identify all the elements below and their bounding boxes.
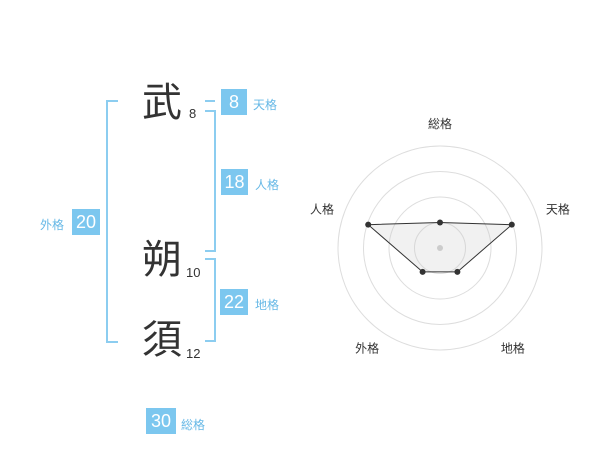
radar-grid (337, 145, 543, 351)
chikaku-bracket (205, 258, 216, 342)
radar-axis-label-1: 総格 (428, 116, 452, 131)
radar-axis-label-4: 外格 (355, 340, 379, 355)
radar-ring (363, 171, 517, 325)
radar-point-4 (419, 268, 426, 275)
radar-ring (388, 196, 492, 300)
radar-ring (337, 145, 543, 351)
soukaku-label: 総格 (181, 418, 206, 432)
jinkaku-value: 18 (221, 169, 248, 195)
chikaku-value: 22 (220, 289, 248, 315)
radar-point-5 (365, 221, 372, 228)
tenkaku-bracket (205, 100, 215, 104)
name-char-2: 朔 (142, 237, 182, 283)
soukaku-value: 30 (146, 408, 176, 434)
name-char-2-strokes: 10 (186, 265, 201, 280)
name-char-1-strokes: 8 (189, 106, 197, 121)
name-char-3-strokes: 12 (186, 346, 201, 361)
tenkaku-label: 天格 (253, 98, 278, 112)
radar-point-1 (437, 219, 443, 226)
radar-point-2 (508, 221, 515, 228)
gaikaku-bracket (106, 100, 118, 343)
radar-axis-label-2: 天格 (546, 202, 570, 217)
jinkaku-bracket (205, 110, 216, 252)
chikaku-label: 地格 (255, 298, 280, 312)
gaikaku-value: 20 (72, 209, 100, 235)
radar-axis-label-5: 人格 (310, 202, 334, 217)
radar-axis-label-3: 地格 (501, 340, 525, 355)
name-char-1: 武 (142, 80, 182, 126)
name-char-3: 須 (142, 317, 182, 363)
radar-point-3 (454, 268, 461, 275)
radar-center-dot (437, 245, 443, 251)
tenkaku-value: 8 (221, 89, 247, 115)
jinkaku-label: 人格 (255, 178, 280, 192)
gaikaku-label: 外格 (40, 218, 65, 232)
